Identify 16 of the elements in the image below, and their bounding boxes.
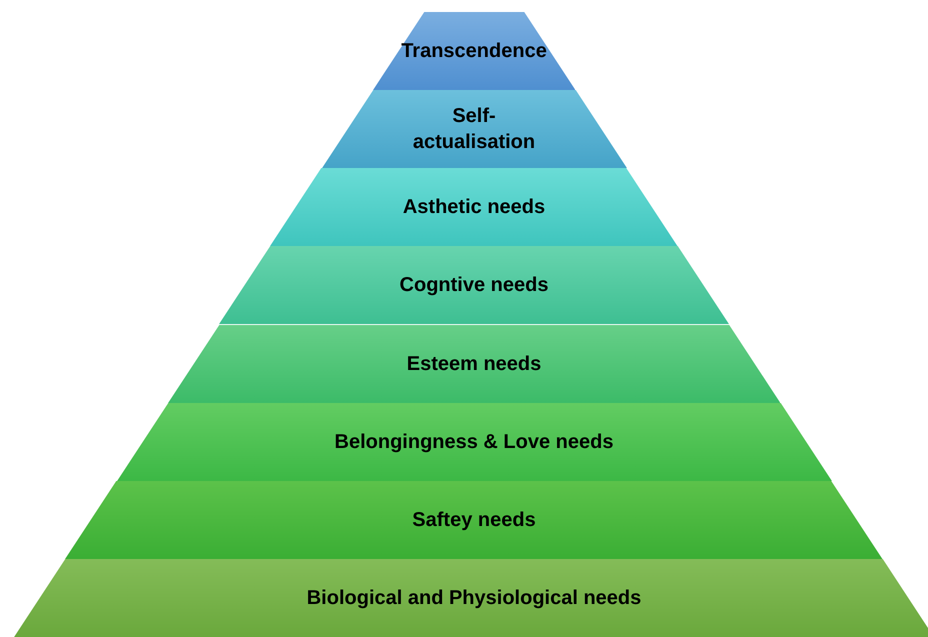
pyramid-tier (168, 324, 780, 403)
pyramid-tier (219, 246, 729, 324)
tier-label: Esteem needs (406, 352, 542, 377)
pyramid-tier (322, 90, 626, 168)
tier-label: Transcendence (401, 39, 547, 64)
tier-label: Self- actualisation (412, 104, 536, 156)
pyramid-tier (14, 558, 928, 637)
tier-label: Saftey needs (412, 508, 536, 533)
pyramid-tier (372, 12, 576, 90)
tier-label: Biological and Physiological needs (306, 586, 642, 611)
tier-label: Asthetic needs (402, 195, 546, 220)
pyramid-tier (270, 168, 678, 246)
pyramid-tier (65, 480, 883, 559)
tier-label: Cogntive needs (400, 273, 548, 298)
pyramid-tier (116, 402, 832, 481)
tier-label: Belongingness & Love needs (334, 430, 614, 455)
